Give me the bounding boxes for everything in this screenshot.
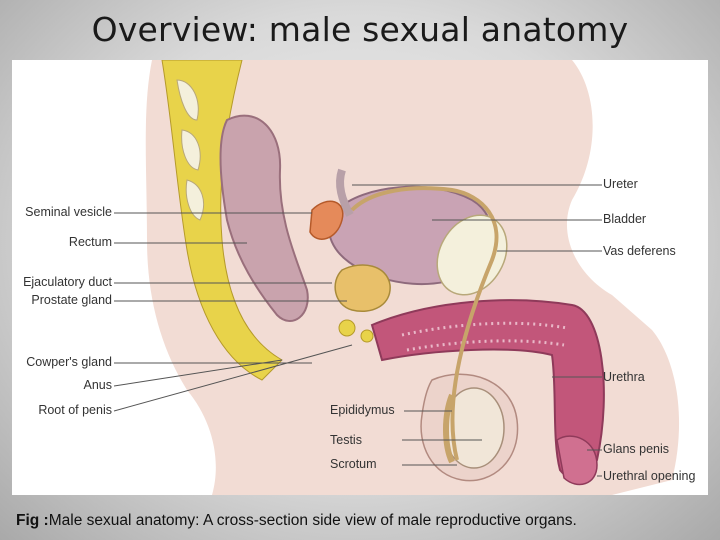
label-seminal-vesicle: Seminal vesicle [25,205,112,219]
label-scrotum: Scrotum [330,457,377,471]
anatomy-illustration [113,60,680,495]
cowpers-gland-shape-2 [360,329,374,343]
cowpers-gland-shape [338,319,356,337]
label-bladder: Bladder [603,212,647,226]
figure-caption: Fig :Male sexual anatomy: A cross-sectio… [16,512,716,530]
ureter-shape [336,168,354,217]
leader-lines [113,184,602,477]
caption-text: Male sexual anatomy: A cross-section sid… [48,512,577,529]
anatomy-figure: Seminal vesicle Rectum Ejaculatory duct … [12,60,708,495]
label-rectum: Rectum [68,235,112,249]
epididymus-shape [443,393,455,464]
caption-prefix: Fig : [16,512,49,529]
label-glans-penis: Glans penis [603,442,670,456]
label-vas-deferens: Vas deferens [603,244,676,258]
label-epididymus: Epididymus [330,403,395,417]
label-urethral-opening: Urethral opening [603,469,696,483]
label-urethra: Urethra [603,370,645,384]
coccyx-bone [176,79,204,221]
slide-title: Overview: male sexual anatomy [91,10,629,49]
seminal-vesicle-shape [309,200,344,240]
label-cowpers-gland: Cowper's gland [26,355,112,369]
glans-shape [556,435,598,486]
label-testis: Testis [330,433,362,447]
prostate-shape [334,264,391,312]
label-ejaculatory-duct: Ejaculatory duct [23,275,112,289]
label-root-of-penis: Root of penis [38,403,112,417]
label-prostate-gland: Prostate gland [31,293,112,307]
vas-deferens-shape [350,186,499,461]
label-anus: Anus [83,378,113,392]
corpus-texture-2 [406,339,565,352]
label-ureter: Ureter [603,177,638,191]
rectum-shape [219,114,309,322]
